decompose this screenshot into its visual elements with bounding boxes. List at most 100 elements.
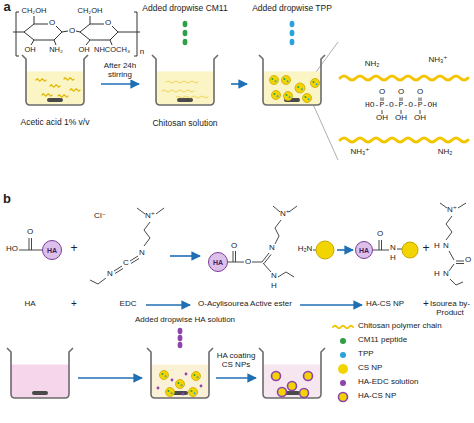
label-text: NH₂ (438, 148, 453, 157)
chitosan-nanoparticle (284, 92, 293, 101)
tpp-dot (171, 392, 173, 394)
cm11-dot (271, 78, 273, 80)
chitosan-chain (64, 78, 74, 80)
cm11-dot (283, 78, 285, 80)
label-text: Cl⁻ (94, 212, 106, 221)
chitosan-nanoparticle (272, 91, 281, 100)
beaker-glass (7, 348, 73, 398)
tpp-dot (316, 83, 318, 85)
label-text: OH (376, 114, 388, 123)
label-text: O (231, 242, 237, 251)
chitosan-chain (340, 138, 468, 142)
chitosan-chain (36, 79, 46, 81)
legend-text: CS NP (358, 364, 382, 373)
ha-dot (171, 379, 174, 382)
beaker (147, 348, 213, 398)
chitosan-chain (70, 89, 80, 91)
legend-text: CM11 peptide (358, 336, 407, 345)
chitosan-nanoparticle (166, 388, 175, 397)
ha-dot (185, 373, 188, 376)
label-text: OH (24, 46, 35, 54)
cm11-dot (193, 374, 195, 376)
beaker-step: Added dropwise TPP (248, 4, 336, 108)
stir-bar (177, 98, 193, 102)
label-text: HA-CS NP (366, 300, 404, 309)
label-text: H (271, 282, 277, 291)
chitosan-chain (340, 76, 468, 80)
label-text: HO (6, 245, 18, 254)
chitosan-nanoparticle (303, 94, 312, 103)
edge-label: After 24h stirring (98, 62, 142, 80)
cm11-dot (190, 390, 192, 392)
tpp-dot (287, 80, 289, 82)
droplet (183, 39, 188, 45)
label-text: NHCOCH₃ (94, 46, 130, 54)
chitosan-chain (42, 94, 52, 96)
label-text: O (417, 88, 423, 97)
label-text: + (422, 242, 429, 255)
chitosan-nanoparticle (189, 388, 198, 397)
label-text: O (398, 88, 404, 97)
beaker-glass (259, 55, 325, 105)
cm11-dot (312, 81, 314, 83)
cm11-dot (177, 382, 179, 384)
cm11-dot (273, 93, 275, 95)
beaker (7, 348, 73, 398)
label-text: O (245, 258, 251, 267)
beaker-glass (259, 348, 325, 398)
label-text: N (269, 244, 275, 253)
stir-bar (47, 98, 63, 102)
droplet (183, 21, 188, 27)
cm11-dot (167, 390, 169, 392)
legend-swatch (340, 352, 346, 358)
label-text: N⁺ (280, 210, 290, 219)
label-text: N (139, 249, 145, 258)
reaction-bonds (19, 203, 466, 285)
chitosan-chain (166, 81, 198, 83)
label-text: O (105, 19, 111, 28)
label-text: NH₂ (49, 46, 63, 54)
droplet (178, 328, 183, 334)
legend-text: Chitosan polymer chain (358, 322, 442, 331)
ha-circle: HA (355, 241, 373, 259)
legend-swatch (340, 380, 346, 386)
process-arrow (231, 83, 247, 85)
label-text: EDC (120, 300, 137, 309)
label-text: N⁺ (447, 206, 457, 215)
label-text: O (27, 228, 33, 237)
beaker-liquid (26, 71, 84, 105)
ha-dot (182, 393, 185, 396)
ha-dot (200, 385, 203, 388)
tpp-dot (181, 384, 183, 386)
label-text: N (443, 242, 449, 251)
label-text: N (390, 244, 396, 253)
label-text: N (271, 272, 277, 281)
chitosan-nanoparticle (295, 83, 305, 93)
tpp-dot (194, 392, 196, 394)
label-text: b (3, 192, 11, 206)
label-text: N (443, 270, 449, 279)
beaker (152, 55, 218, 105)
beaker (259, 348, 325, 398)
cm11-dot (297, 86, 299, 88)
label-text: N (107, 270, 113, 279)
ha-cs-nanoparticle (278, 388, 287, 397)
label-text: O (69, 27, 75, 36)
label-text: OH (78, 46, 89, 54)
droplet (290, 39, 295, 45)
label-text: + (423, 298, 429, 309)
beaker-glass (152, 55, 218, 105)
droplet (178, 342, 183, 348)
beaker-step: Acetic acid 1% v/v (10, 55, 100, 127)
beaker-glass (22, 55, 88, 105)
tpp-dot (308, 98, 310, 100)
droplet (178, 335, 183, 341)
chitosan-chain (50, 85, 60, 87)
cm11-dot (285, 94, 287, 96)
chitosan-structure (13, 12, 140, 56)
cm11-dot (161, 373, 163, 375)
droplet (290, 21, 295, 27)
chitosan-chain (176, 96, 208, 98)
